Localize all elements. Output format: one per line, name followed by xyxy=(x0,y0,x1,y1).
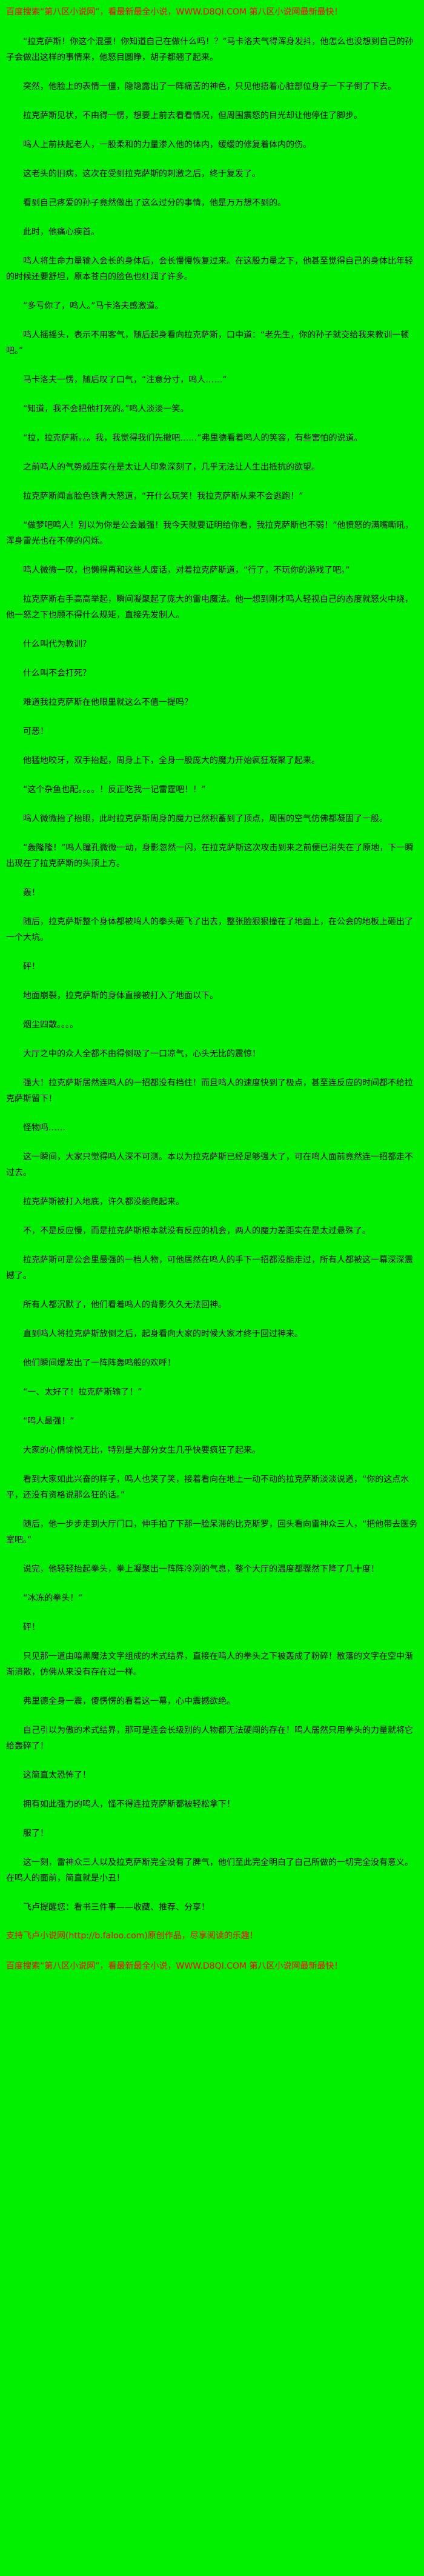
paragraph: 拉克萨斯见状，不由得一愣，想要上前去看看情况，但周围震怒的目光却让他停住了脚步。 xyxy=(23,111,362,121)
paragraph: “拉克萨斯！你这个混蛋！你知道自己在做什么吗！？”马卡洛夫气得浑身发抖，他怎么也… xyxy=(6,37,414,62)
paragraph: 鸣人微微一叹，也懒得再和这些人废话，对着拉克萨斯道，“行了，不玩你的游戏了吧。” xyxy=(23,566,350,575)
paragraph: 随后，拉克萨斯整个身体都被鸣人的拳头砸飞了出去，整张脸狠狠撞在了地面上，在公会的… xyxy=(6,917,413,943)
paragraph: 什么叫代为教训？ xyxy=(23,639,91,649)
paragraph: 他们瞬间爆发出了一阵阵轰鸣般的欢呼！ xyxy=(23,1358,176,1368)
paragraph: 这老头的旧病，这次在受到拉克萨斯的刺激之后，终于复发了。 xyxy=(23,169,260,179)
paragraph: 弗里德全身一震，傻愣愣的看着这一幕，心中震撼欲绝。 xyxy=(23,1697,235,1706)
paragraph: “轰隆隆！”鸣人瞳孔微微一动，身影忽然一闪，在拉克萨斯这次攻击到来之前便已消失在… xyxy=(6,843,414,869)
paragraph: 看到大家如此兴奋的样子，鸣人也笑了笑，接着看向在地上一动不动的拉克萨斯淡淡说道，… xyxy=(6,1475,409,1500)
paragraph: “拉，拉克萨斯。。。我，我觉得我们先撤吧……”弗里德看着鸣人的笑容，有些害怕的说… xyxy=(23,433,363,443)
paragraph: 他猛地咬牙，双手抬起，周身上下，全身一股庞大的魔力开始疯狂凝聚了起来。 xyxy=(23,756,320,766)
paragraph: “一、太好了！拉克萨斯输了！” xyxy=(23,1387,142,1397)
faloo-support-line[interactable]: 支持飞卢小说网(http://b.faloo.com)原创作品，尽享阅读的乐趣！ xyxy=(6,1931,258,1941)
paragraph: 随后，他一步步走到大厅门口，伸手拍了下那一脸呆滞的比克斯罗，回头看向雷神众三人，… xyxy=(6,1520,418,1545)
paragraph: “冰冻的拳头！” xyxy=(23,1593,83,1603)
paragraph: 拉克萨斯右手高高举起，瞬间凝聚起了庞大的雷电魔法。他一想到刚才鸣人轻视自己的态度… xyxy=(6,595,413,620)
paragraph: 拥有如此强力的鸣人，怪不得连拉克萨斯都被轻松拿下！ xyxy=(23,1800,235,1809)
paragraph: 鸣人摇摇头，表示不用客气，随后起身看向拉克萨斯，口中道：“老先生，你的孙子就交给… xyxy=(6,330,409,356)
bottom-ad-banner[interactable]: 百度搜索“第八区小说网”，看最新最全小说，WWW.D8QI.COM 第八区小说网… xyxy=(6,1961,343,1971)
paragraph: 鸣人将生命力量输入会长的身体后，会长慢慢恢复过来。在这股力量之下，他甚至觉得自己… xyxy=(6,256,413,282)
paragraph: 难道我拉克萨斯在他眼里就这么不值一提吗？ xyxy=(23,698,193,707)
paragraph: 拉克萨斯可是公会里最强的一档人物，可他居然在鸣人的手下一招都没能走过，所有人都被… xyxy=(6,1255,413,1281)
paragraph: 可恶！ xyxy=(23,727,48,736)
paragraph: 这一瞬间，大家只觉得鸣人深不可测。本以为拉克萨斯已经足够强大了，可在鸣人面前竟然… xyxy=(6,1152,413,1178)
paragraph: 之前鸣人的气势威压实在是太让人印象深刻了，几乎无法让人生出抵抗的欲望。 xyxy=(23,462,320,472)
paragraph: 地面崩裂，拉克萨斯的身体直接被打入了地面以下。 xyxy=(23,991,218,1001)
top-ad-banner[interactable]: 百度搜索“第八区小说网”，看最新最全小说，WWW.D8QI.COM 第八区小说网… xyxy=(6,7,343,17)
paragraph: 鸣人微微抬了抬眼，此时拉克萨斯周身的魔力已然积蓄到了顶点，周围的空气仿佛都凝固了… xyxy=(23,814,388,824)
novel-content: “拉克萨斯！你这个混蛋！你知道自己在做什么吗！？”马卡洛夫气得浑身发抖，他怎么也… xyxy=(6,34,418,1886)
paragraph: 大厅之中的众人全都不由得倒吸了一口凉气，心头无比的震惊！ xyxy=(23,1049,260,1059)
paragraph: 怪物吗…… xyxy=(23,1123,65,1133)
paragraph: 鸣人上前扶起老人，一股柔和的力量渗入他的体内，缓缓的修复着体内的伤。 xyxy=(23,140,311,150)
paragraph: “做梦吧鸣人！别以为你是公会最强！我今天就要证明给你看，我拉克萨斯也不弱！”他愤… xyxy=(6,521,414,546)
paragraph: 说完，他轻轻抬起拳头，拳上凝聚出一阵阵冷冽的气息，整个大厅的温度都骤然下降了几十… xyxy=(23,1564,379,1574)
paragraph: 直到鸣人将拉克萨斯放倒之后，起身看向大家的时候大家才终于回过神来。 xyxy=(23,1329,303,1339)
paragraph: 此时，他痛心疾首。 xyxy=(23,227,99,237)
paragraph: 烟尘四散。。。。 xyxy=(23,1020,78,1030)
paragraph: 这简直太恐怖了！ xyxy=(23,1770,91,1780)
paragraph: 轰！ xyxy=(23,888,40,898)
paragraph: 不，不是反应慢，而是拉克萨斯根本就没有反应的机会，两人的魔力差距实在是太过悬殊了… xyxy=(23,1226,371,1236)
paragraph: 这一刻，雷神众三人以及拉克萨斯完全没有了脾气，他们至此完全明白了自己所做的一切完… xyxy=(6,1858,413,1883)
paragraph: “这个杂鱼也配。。。。！反正吃我一记雷霆吧！！” xyxy=(23,785,206,795)
paragraph: 自己引以为傲的术式结界，那可是连会长级别的人物都无法硬闯的存在！鸣人居然只用拳头… xyxy=(6,1726,413,1751)
paragraph: 只见那一道由暗黑魔法文字组成的术式结界，直接在鸣人的拳头之下被轰成了粉碎！散落的… xyxy=(6,1652,413,1677)
paragraph: 砰！ xyxy=(23,1623,40,1632)
paragraph: 突然，他脸上的表情一僵，隐隐露出了一阵痛苦的神色，只见他捂着心脏部位身子一下子倒… xyxy=(23,82,396,92)
paragraph: “多亏你了，鸣人。”马卡洛夫感激道。 xyxy=(23,301,164,311)
paragraph: “鸣人最强！” xyxy=(23,1416,75,1426)
paragraph: 马卡洛夫一愣，随后叹了口气，“注意分寸，鸣人……” xyxy=(23,375,227,385)
paragraph: 砰！ xyxy=(23,962,40,972)
paragraph: 所有人都沉默了，他们看着鸣人的背影久久无法回神。 xyxy=(23,1300,227,1310)
paragraph: “知道，我不会把他打死的。”鸣人淡淡一笑。 xyxy=(23,404,189,414)
paragraph: 什么叫不会打死？ xyxy=(23,669,91,678)
paragraph: 强大！拉克萨斯居然连鸣人的一招都没有挡住！而且鸣人的速度快到了极点，甚至连反应的… xyxy=(6,1078,413,1104)
paragraph: 服了！ xyxy=(23,1829,48,1838)
paragraph: 大家的心情愉悦无比，特别是大部分女生几乎快要疯狂了起来。 xyxy=(23,1446,260,1455)
reader-reminder: 飞卢提醒您：看书三件事——收藏、推荐、分享！ xyxy=(23,1903,210,1912)
paragraph: 拉克萨斯被打入地底，许久都没能爬起来。 xyxy=(23,1197,184,1207)
paragraph: 拉克萨斯闻言脸色铁青大怒道，“开什么玩笑！我拉克萨斯从来不会逃跑！” xyxy=(23,492,303,501)
paragraph: 看到自己疼爱的孙子竟然做出了这么过分的事情，他是万万想不到的。 xyxy=(23,198,286,208)
